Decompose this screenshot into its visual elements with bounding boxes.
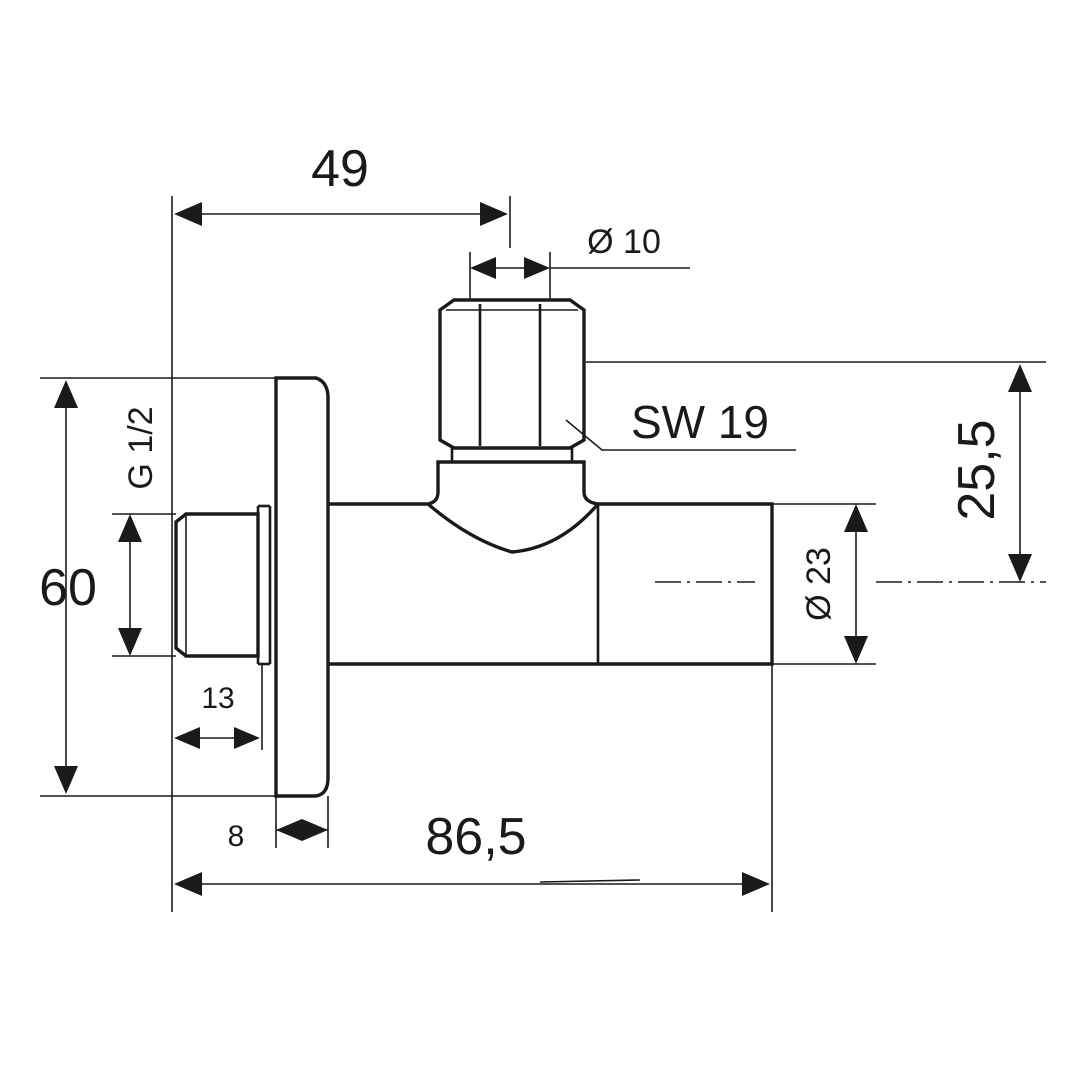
dim-49-line <box>174 202 508 226</box>
dim-d10-label: Ø 10 <box>587 223 661 261</box>
threaded-inlet <box>174 504 272 666</box>
dim-d23-label: Ø 23 <box>800 547 838 621</box>
dim-d23-line <box>844 504 868 664</box>
extension-lines <box>40 196 1046 912</box>
dim-86-5-line <box>174 872 770 896</box>
dim-25-5-line <box>1008 364 1032 582</box>
dim-g12-label: G 1/2 <box>122 406 160 489</box>
dimension-lines <box>54 202 1032 896</box>
dim-8-line <box>276 819 328 841</box>
dimension-labels: 49 Ø 10 SW 19 25,5 Ø 23 60 G 1/2 13 8 86… <box>39 140 1006 866</box>
valve-body <box>328 460 774 666</box>
dim-13-label: 13 <box>201 682 234 715</box>
valve-outline <box>174 298 774 798</box>
rosette-flange <box>274 376 330 798</box>
hex-nut <box>438 298 586 464</box>
dim-g12-line <box>118 514 142 656</box>
dim-60-line <box>54 380 78 794</box>
dim-sw19-label: SW 19 <box>631 396 769 448</box>
dim-8-label: 8 <box>228 820 245 853</box>
dim-13-line <box>174 727 260 749</box>
dim-60-label: 60 <box>39 559 97 617</box>
dim-86-5-label: 86,5 <box>425 808 526 866</box>
dim-49-label: 49 <box>311 140 369 198</box>
dim-d10-line <box>470 257 550 279</box>
dim-25-5-label: 25,5 <box>948 419 1006 520</box>
